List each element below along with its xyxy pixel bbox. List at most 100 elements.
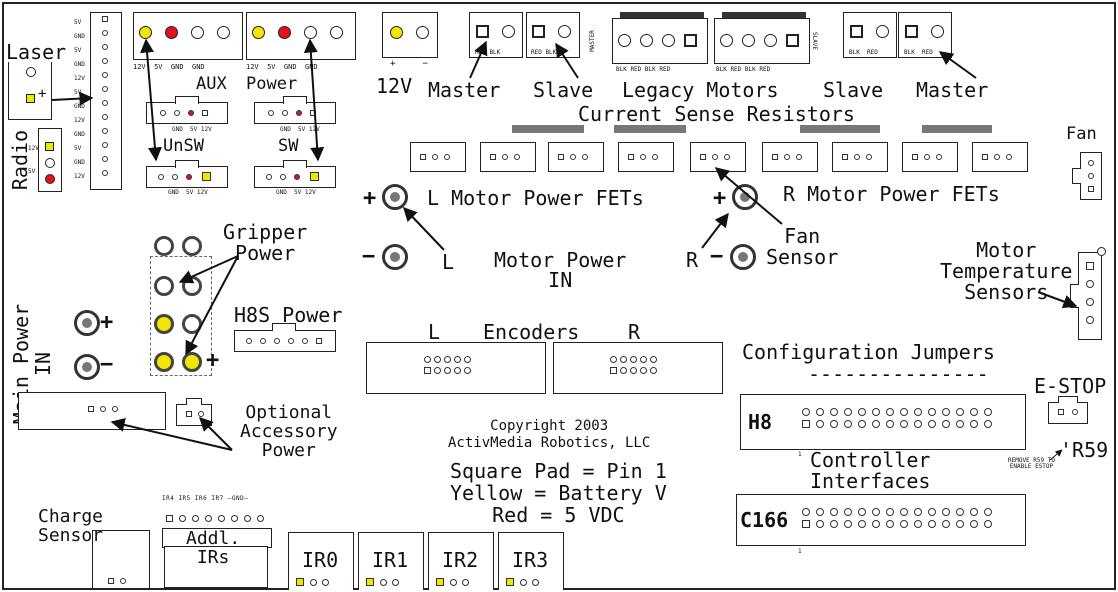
legacy-left-pin-1: [684, 34, 697, 47]
r59-label: 'R59: [1060, 438, 1109, 462]
fan-pin: [1088, 160, 1094, 166]
power-small-pin: [268, 110, 274, 116]
charge-sensor-pin: [120, 578, 126, 584]
arrow-fan-sensor: [714, 167, 783, 225]
legacy-left-pin: [618, 34, 631, 47]
fet-pin-1: [842, 154, 848, 160]
arrow-aux-unsw: [140, 38, 162, 162]
c166-pin: [956, 520, 964, 528]
ir-pin: [310, 579, 317, 586]
current-sense-resistor: [800, 125, 880, 133]
h8s-power-pin-1: [316, 338, 322, 344]
encoder-pin: [640, 367, 647, 374]
motor-temp-pin-1: [1086, 262, 1094, 270]
encoder-pin-1: [610, 367, 617, 374]
c166-pin: [816, 520, 824, 528]
fet-pin-1: [490, 154, 496, 160]
master-right-pin-labels: BLK RED: [904, 49, 933, 56]
fan-connector-tab: [1072, 168, 1081, 184]
l-motor-plus-terminal: [382, 184, 408, 210]
l-motor-minus: −: [362, 244, 376, 269]
c166-pin: [984, 508, 992, 516]
charge-sensor-connector: [92, 530, 150, 588]
fet-pin: [432, 154, 438, 160]
r-motor-minus-terminal: [730, 244, 756, 270]
h8-pin: [984, 408, 992, 416]
encoder-pin: [434, 367, 441, 374]
master-left-pin: [502, 25, 515, 38]
ir-pin-1: [366, 578, 374, 586]
arrow-master-right: [938, 51, 977, 79]
encoder-pin: [424, 356, 431, 363]
radio-pin-12v: [45, 142, 54, 151]
gripper-power-label: Gripper Power: [223, 220, 308, 265]
side-header-pin: [102, 170, 108, 176]
fet-pin: [784, 154, 790, 160]
charge-sensor-label: Charge Sensor: [38, 506, 104, 546]
c166-pin: [984, 520, 992, 528]
gripper-terminal: [182, 236, 202, 256]
estop-tab: [1058, 396, 1078, 403]
h8-pin-one: 1: [798, 451, 802, 458]
h8s-power-tab: [272, 323, 296, 331]
unsw-pin: [158, 174, 164, 180]
fet-pin-1: [558, 154, 564, 160]
legacy-right-pin-1: [786, 34, 799, 47]
legend-text: Square Pad = Pin 1 Yellow = Battery V Re…: [450, 459, 667, 527]
fet-pin-1: [912, 154, 918, 160]
fet-pin: [936, 154, 942, 160]
c166-pin-1: [802, 520, 810, 528]
h8-pin: [928, 408, 936, 416]
arrow-acc-1: [110, 418, 233, 451]
v12-label: 12V: [376, 74, 413, 98]
fet-footprint: [762, 142, 818, 172]
c166-pin: [956, 508, 964, 516]
aux-pin-5v: [165, 26, 178, 39]
current-sense-resistor: [614, 125, 686, 133]
gripper-plus: +: [206, 348, 220, 373]
fet-pin-1: [700, 154, 706, 160]
motor-temp-pin: [1086, 298, 1094, 306]
ir-pin-1: [506, 578, 514, 586]
ir-label: IR2: [442, 548, 479, 572]
fet-pin-1: [982, 154, 988, 160]
encoder-pin: [610, 356, 617, 363]
encoders-r-label: R: [628, 320, 641, 344]
v12-pin-labels: + −: [390, 59, 428, 69]
motor-power-in-label: Motor Power IN: [494, 248, 627, 292]
power-pin-5v: [278, 26, 291, 39]
side-header-pin: [102, 30, 108, 36]
fet-pin: [570, 154, 576, 160]
fet-footprint: [902, 142, 958, 172]
slave-left-pin-1: [532, 25, 545, 38]
legacy-left-pin: [640, 34, 653, 47]
h8-pin: [872, 408, 880, 416]
sw-label: SW: [278, 136, 299, 156]
motor-temp-pin: [1086, 316, 1094, 324]
sw-pin: [294, 174, 300, 180]
arrow-l-plus: [403, 206, 445, 251]
power-pin-gnd: [304, 26, 317, 39]
ir-pin: [450, 579, 457, 586]
accessory-small-tab: [186, 398, 202, 405]
h8-pin: [802, 408, 810, 416]
r-motor-minus: −: [710, 244, 724, 269]
h8-pin: [942, 420, 950, 428]
encoder-pin: [620, 367, 627, 374]
h8-label: H8: [748, 410, 773, 434]
legacy-left-pin-labels: BLK RED BLK RED: [616, 66, 671, 73]
v12-pin-minus: [416, 26, 429, 39]
fet-footprint: [548, 142, 604, 172]
arrow-gripper-2: [185, 255, 239, 356]
side-header-pin: [102, 72, 108, 78]
ir-pin: [520, 579, 527, 586]
h8-pin: [942, 408, 950, 416]
encoder-pin: [454, 367, 461, 374]
encoder-r-connector: [553, 342, 723, 394]
accessory-pin: [100, 406, 106, 412]
l-label: L: [442, 250, 455, 274]
fet-pin: [444, 154, 450, 160]
aux-pin-gnd: [217, 26, 230, 39]
h8-pin: [858, 420, 866, 428]
addl-irs-pin: [205, 515, 212, 522]
